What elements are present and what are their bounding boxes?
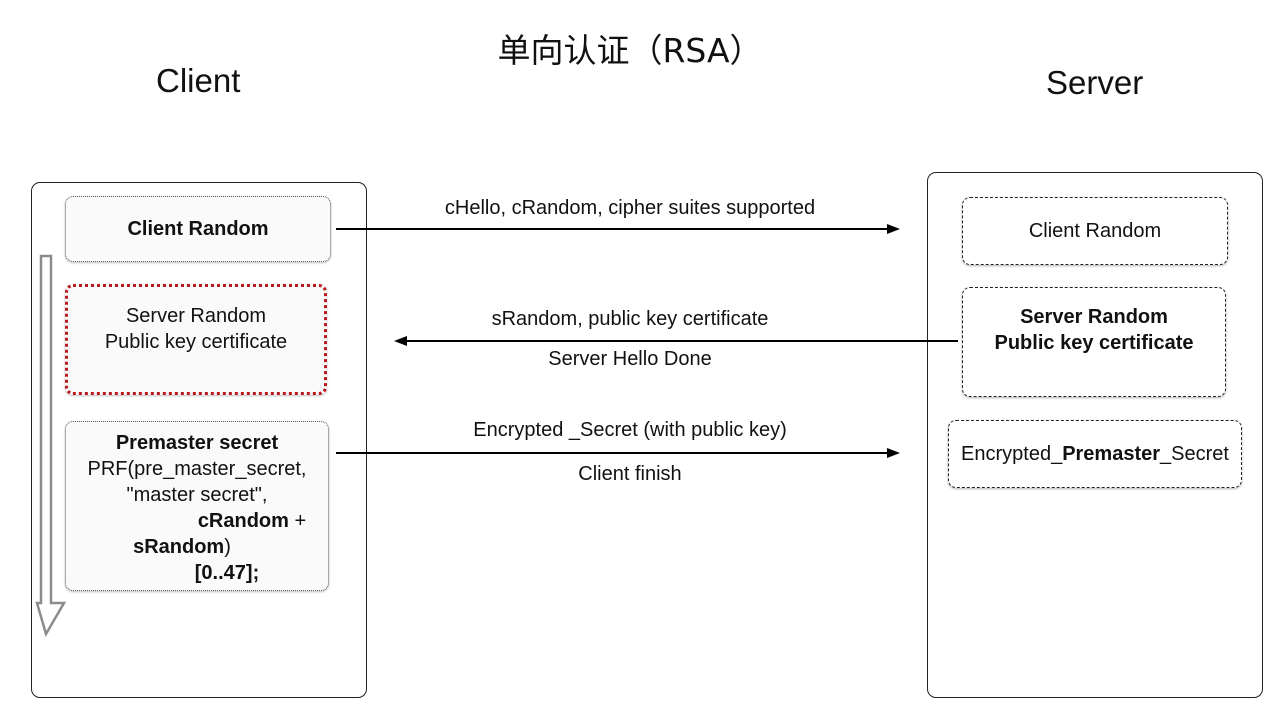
msg3-sublabel: Client finish xyxy=(578,463,682,485)
secret-suffix: _Secret xyxy=(1160,443,1229,465)
msg3-arrowhead xyxy=(887,448,900,458)
msg1-label: cHello, cRandom, cipher suites supported xyxy=(444,197,816,219)
server-public-key-line: Public key certificate xyxy=(994,332,1194,354)
server-label: Server xyxy=(1046,64,1144,101)
client-server-random-line1: Server Random xyxy=(125,305,267,327)
premaster-heading: Premaster secret xyxy=(115,432,279,454)
close-paren-text: ) xyxy=(224,536,231,558)
server-client-random-text: Client Random xyxy=(1028,220,1162,242)
server-random-line1: Server Random xyxy=(1020,306,1168,328)
prf-line1: PRF(pre_master_secret, xyxy=(87,458,307,480)
encrypted-premaster-text: Encrypted_Premaster_Secret xyxy=(961,441,1229,467)
msg3-label: Encrypted _Secret (with public key) xyxy=(473,419,787,441)
client-random-box: Client Random xyxy=(65,196,331,262)
premaster-secret-box: Premaster secret PRF(pre_master_secret, … xyxy=(65,421,329,591)
prf-line3: cRandom + xyxy=(88,508,306,534)
client-label: Client xyxy=(156,62,241,99)
msg2-arrowhead xyxy=(394,336,407,346)
progress-down-arrow xyxy=(35,254,67,638)
encrypted-prefix: Encrypted_ xyxy=(961,443,1063,465)
srandom-text: sRandom xyxy=(133,536,225,558)
server-client-random-box: Client Random xyxy=(962,197,1228,265)
server-random-box: Server Random Public key certificate xyxy=(962,287,1226,397)
diagram-title: 单向认证（RSA） xyxy=(497,31,763,70)
prf-line4: sRandom) xyxy=(133,534,261,560)
client-server-random-box: Server Random Public key certificate xyxy=(65,284,327,395)
premaster-bold: Premaster xyxy=(1062,443,1161,465)
plus-text: + xyxy=(288,510,307,532)
client-public-key-line: Public key certificate xyxy=(104,331,288,353)
crandom-text: cRandom xyxy=(197,510,289,532)
msg2-sublabel: Server Hello Done xyxy=(548,348,712,370)
msg1-arrowhead xyxy=(887,224,900,234)
byte-range-text: [0..47]; xyxy=(194,562,260,584)
msg2-label: sRandom, public key certificate xyxy=(491,308,769,330)
prf-line2: "master secret", xyxy=(126,484,268,506)
client-random-text: Client Random xyxy=(127,218,269,240)
encrypted-premaster-box: Encrypted_Premaster_Secret xyxy=(948,420,1242,488)
